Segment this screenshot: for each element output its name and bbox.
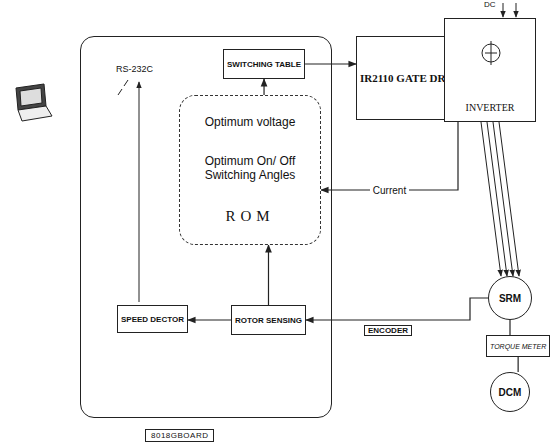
inverter-symbol — [471, 33, 511, 73]
connector-line — [481, 122, 501, 276]
node-text: SPEED DECTOR — [121, 315, 184, 324]
edge-label: ENCODER — [364, 325, 412, 336]
connector-line — [305, 63, 356, 64]
connector-line — [188, 319, 231, 320]
laptop-icon — [16, 84, 52, 121]
connector — [306, 298, 488, 320]
rom-box: Optimum voltageOptimum On/ Off Switching… — [179, 95, 321, 245]
node-text: SRM — [499, 293, 521, 304]
node-text: Optimum voltage — [205, 115, 296, 129]
edge-label: Current — [370, 185, 409, 196]
port-label: RS-232C — [116, 64, 153, 74]
connector — [481, 122, 519, 276]
rotor-sensing-box: ROTOR SENSING — [231, 305, 306, 335]
connector — [268, 245, 269, 305]
serial-link — [118, 80, 139, 302]
supply-label: DC — [484, 0, 496, 9]
connector-line — [268, 245, 269, 305]
connector-line — [499, 122, 519, 276]
connector — [510, 320, 511, 335]
node-text: ROTOR SENSING — [235, 316, 302, 325]
dc-input — [503, 3, 516, 17]
connector — [518, 357, 519, 372]
connector-line — [263, 79, 264, 95]
controller-board: 8018GBOARDSWITCHING TABLEOptimum voltage… — [80, 36, 332, 418]
connector-line — [321, 122, 458, 190]
connector — [264, 79, 265, 95]
connector — [305, 64, 356, 65]
torque-meter-box: TORQUE METER — [486, 335, 550, 357]
dcm-motor: DCM — [490, 372, 530, 412]
connector-line — [509, 320, 510, 335]
board-label: 8018GBOARD — [145, 429, 214, 442]
connector-line — [493, 122, 513, 276]
node-text: INVERTER — [466, 102, 515, 113]
srm-motor: SRM — [488, 276, 532, 320]
connector-line — [487, 122, 507, 276]
speed-detector-box: SPEED DECTOR — [117, 305, 188, 333]
switching-table-box: SWITCHING TABLE — [223, 49, 305, 79]
node-text: Optimum On/ Off Switching Angles — [185, 154, 315, 182]
node-text: DCM — [499, 387, 522, 398]
node-text: TORQUE METER — [490, 343, 546, 350]
node-text: ROM — [225, 208, 274, 225]
connector — [188, 320, 231, 321]
connector — [321, 122, 458, 190]
connector-line — [518, 357, 519, 372]
node-text: SWITCHING TABLE — [227, 60, 301, 69]
connector-line — [306, 298, 488, 320]
inverter-box: INVERTER — [444, 18, 536, 122]
